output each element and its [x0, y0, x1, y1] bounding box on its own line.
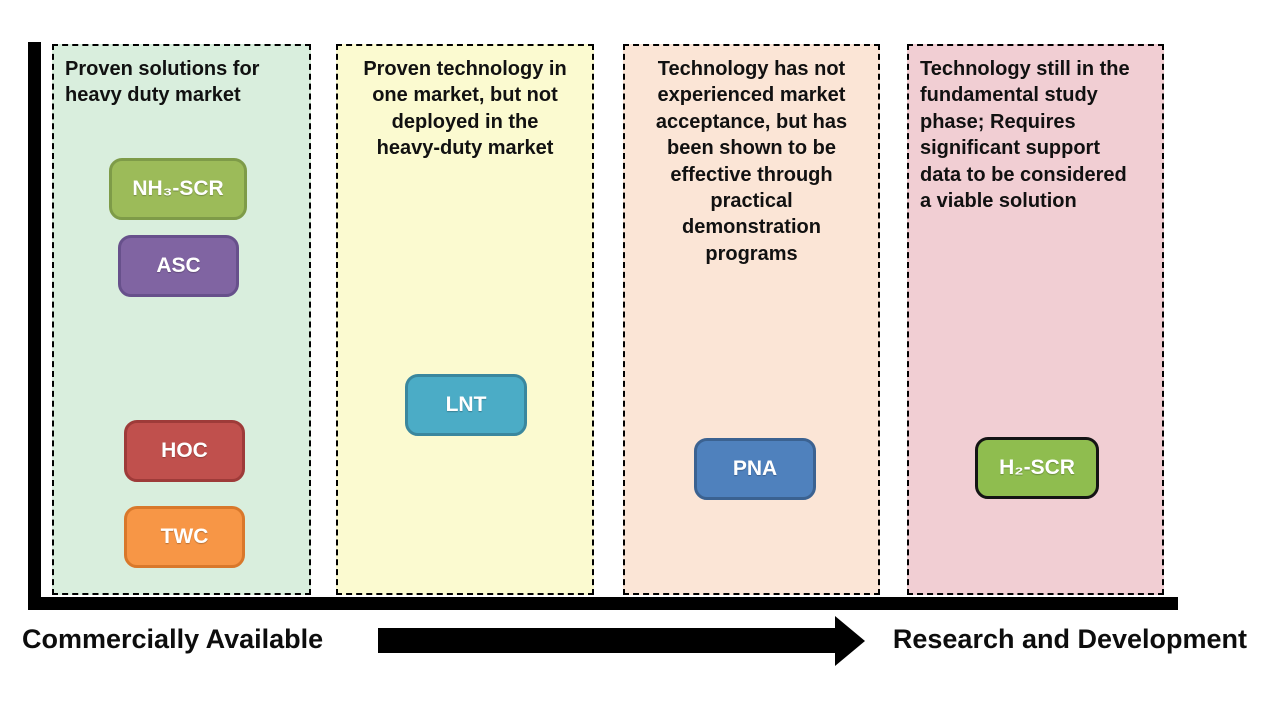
badge-label: HOC: [161, 439, 208, 462]
badge-label: TWC: [160, 525, 209, 548]
badge-label: PNA: [732, 457, 778, 480]
badge-label: H₂-SCR: [999, 456, 1075, 479]
badge-h2-scr: H₂-SCR: [975, 437, 1099, 499]
x-axis-line: [28, 597, 1178, 610]
badge-lnt: LNT: [405, 374, 527, 436]
axis-label-commercially-available: Commercially Available: [22, 624, 324, 654]
axis-arrow-shaft: [378, 628, 835, 653]
badge-asc: ASC: [118, 235, 239, 297]
axis-arrow-head-icon: [835, 616, 865, 666]
column-demonstrated: Technology has not experienced market ac…: [623, 44, 880, 595]
column-proven-one-market: Proven technology in one market, but not…: [336, 44, 594, 595]
badge-label: LNT: [445, 393, 487, 416]
column-title: Proven solutions for heavy duty market: [65, 58, 260, 107]
y-axis-line: [28, 42, 41, 610]
column-title: Technology still in the fundamental stud…: [920, 58, 1130, 212]
badge-twc: TWC: [124, 506, 245, 568]
badge-hoc: HOC: [124, 420, 245, 482]
badge-nh3-scr: NH₃-SCR: [109, 158, 247, 220]
badge-pna: PNA: [694, 438, 816, 500]
column-commercially-available: Proven solutions for heavy duty market N…: [52, 44, 311, 595]
badge-label: NH₃-SCR: [132, 177, 224, 200]
badge-label: ASC: [156, 254, 201, 277]
axis-label-research-development: Research and Development: [892, 624, 1247, 654]
column-title: Technology has not experienced market ac…: [655, 58, 848, 265]
column-research-development: Technology still in the fundamental stud…: [907, 44, 1164, 595]
column-title: Proven technology in one market, but not…: [363, 58, 567, 160]
